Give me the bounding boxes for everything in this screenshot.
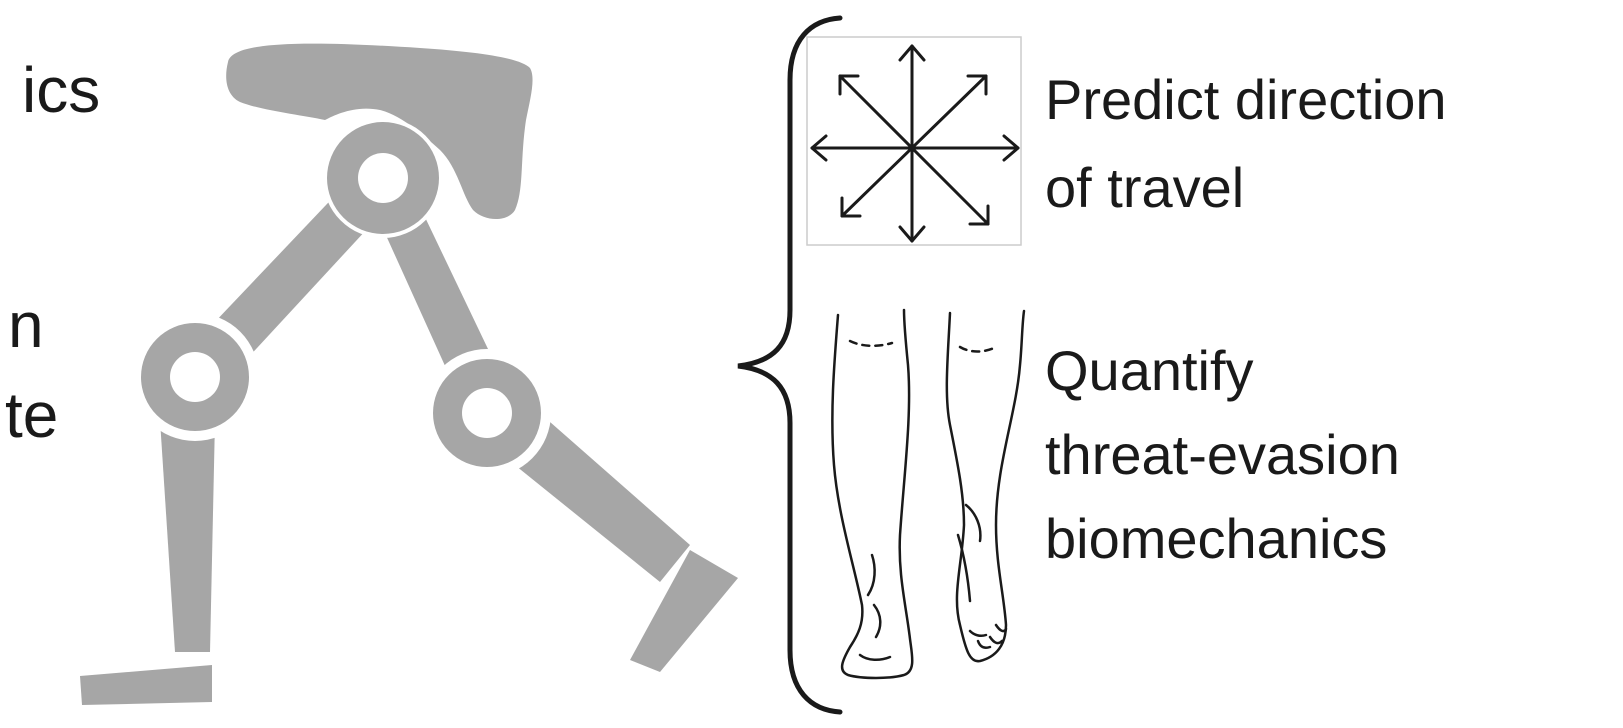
predict-direction-line-2: of travel: [1045, 156, 1244, 220]
quantify-line-2: threat-evasion: [1045, 423, 1400, 487]
quantify-line-1: Quantify: [1045, 339, 1254, 403]
legs-icon: [820, 305, 1035, 690]
quantify-line-3: biomechanics: [1045, 507, 1387, 571]
predict-direction-line-1: Predict direction: [1045, 68, 1447, 132]
robotic-leg-icon: [0, 0, 800, 728]
direction-arrows-icon: [806, 36, 1022, 246]
